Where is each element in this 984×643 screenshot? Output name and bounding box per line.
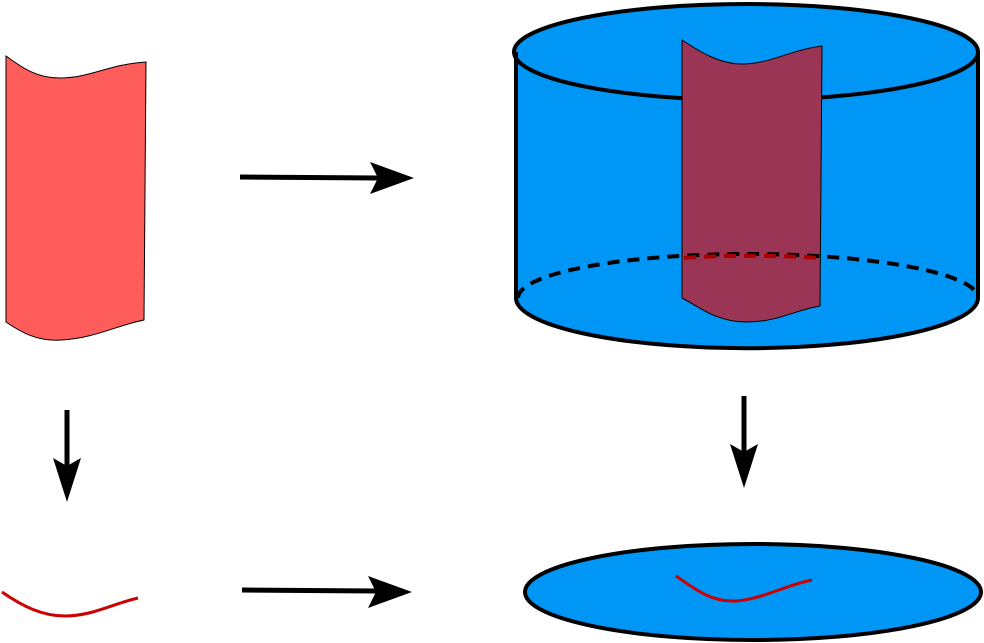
curve-on-disk xyxy=(675,574,813,603)
hidden-edge-behind-strip xyxy=(683,253,821,260)
projected-curve xyxy=(1,590,139,618)
cylinder-with-strip xyxy=(512,2,980,351)
disk-with-curve xyxy=(523,542,983,642)
arrow-right-bottom xyxy=(241,576,412,608)
arrow-right-top xyxy=(239,162,414,194)
disk xyxy=(523,542,983,642)
arrow-down-right xyxy=(730,396,758,488)
arrow-down-left xyxy=(53,410,81,502)
strip-in-cylinder xyxy=(681,39,823,323)
surface-strip xyxy=(5,55,147,341)
bottom-front-edge xyxy=(514,297,980,351)
